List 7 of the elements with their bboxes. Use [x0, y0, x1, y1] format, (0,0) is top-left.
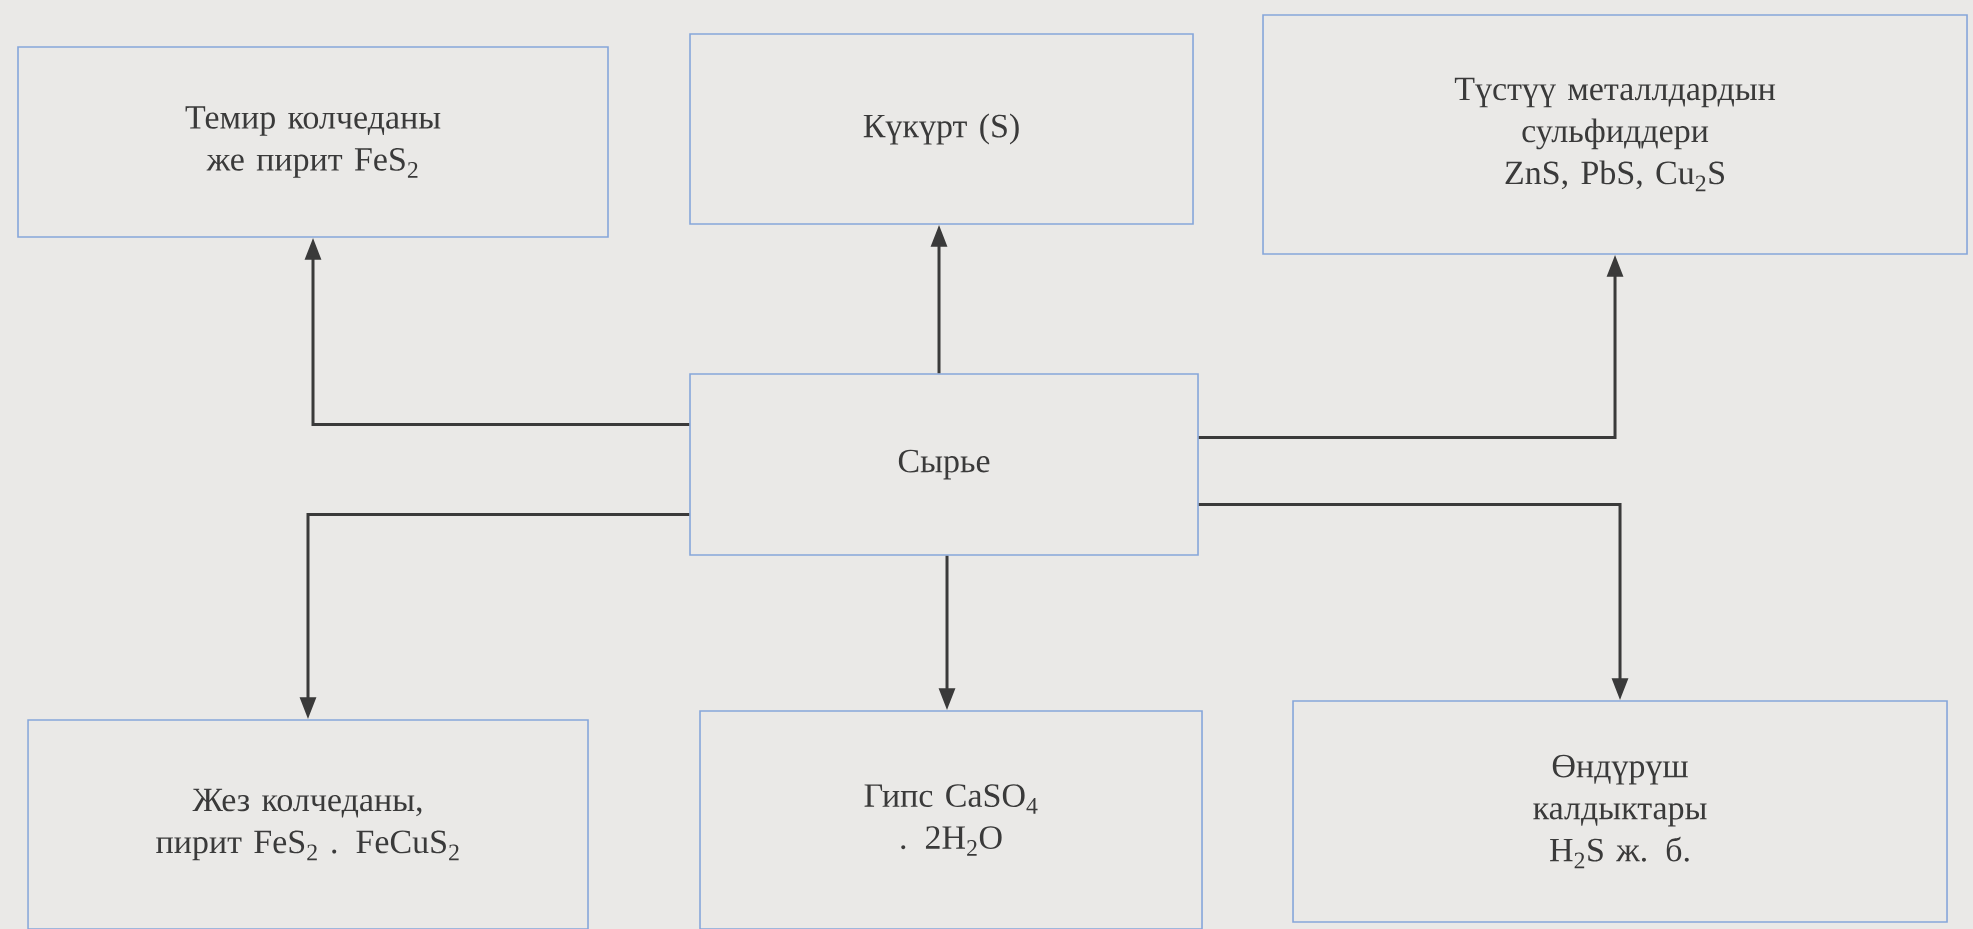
box: Гипс CaSO$_{4}$ . 2H$_{2}$O: [699, 710, 1203, 929]
box: Жез колчеданы, пирит FeS$_{2}$ . FeCuS$_{2}$: [27, 719, 589, 929]
box: Темир колчеданы же пирит FeS$_{2}$: [17, 46, 609, 238]
box: Күкүрт (S): [689, 33, 1194, 225]
box: Өндүрүш калдыктары H$_{2}$S ж. б.: [1292, 700, 1948, 923]
box: Сырье: [689, 373, 1199, 556]
box: Түстүү металлдардын сульфиддери ZnS, PbS, Cu$_{2}$S: [1262, 14, 1968, 255]
